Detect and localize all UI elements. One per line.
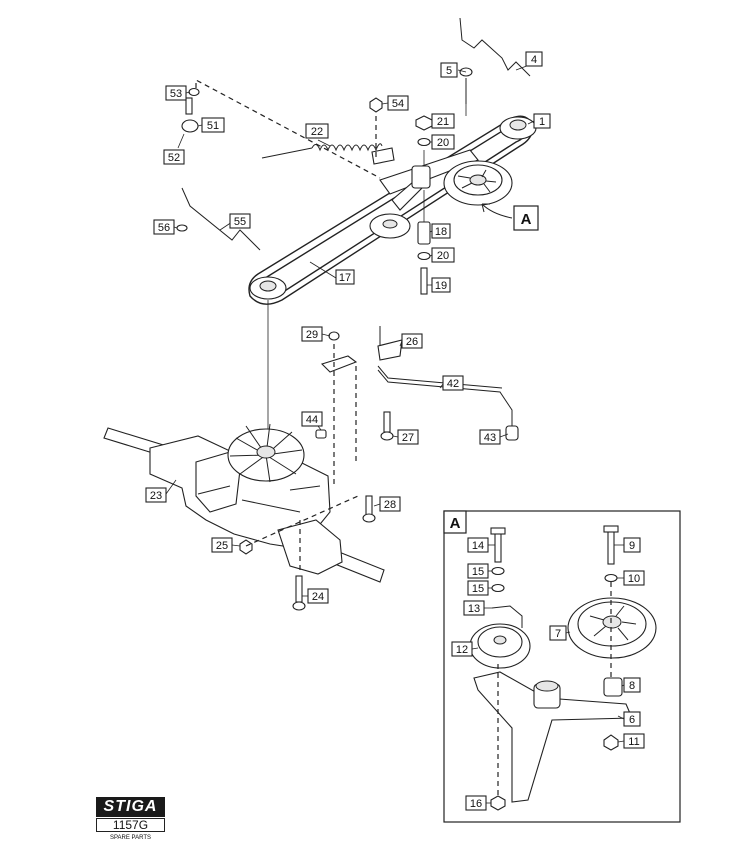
detail-callout-15a: 15 [472, 566, 484, 578]
callout-18: 18 [435, 226, 447, 238]
detail-callout-16: 16 [470, 798, 482, 810]
callout-51: 51 [207, 120, 219, 132]
callout-20-upper: 20 [437, 137, 449, 149]
drive-belt-assembly [176, 17, 537, 305]
callout-42: 42 [447, 378, 459, 390]
callout-56: 56 [158, 222, 170, 234]
callout-26: 26 [406, 336, 418, 348]
detail-callout-6: 6 [629, 714, 635, 726]
detail-callout-8: 8 [629, 680, 635, 692]
callout-20-lower: 20 [437, 250, 449, 262]
detail-callout-12: 12 [456, 644, 468, 656]
detail-callout-15b: 15 [472, 583, 484, 595]
detail-box [443, 510, 681, 823]
callout-1: 1 [539, 116, 545, 128]
callout-21: 21 [437, 116, 449, 128]
detail-callout-9: 9 [629, 540, 635, 552]
callout-27: 27 [402, 432, 414, 444]
callout-4: 4 [531, 54, 537, 66]
transmission-assembly [103, 326, 519, 611]
callout-52: 52 [168, 152, 180, 164]
diagram-code: 1157G [96, 818, 165, 832]
callout-17: 17 [339, 272, 351, 284]
callout-5: 5 [446, 65, 452, 77]
assembly-leaders [195, 79, 467, 430]
callout-29: 29 [306, 329, 318, 341]
callout-43: 43 [484, 432, 496, 444]
detail-ref-label: A [521, 211, 532, 228]
callout-28: 28 [384, 499, 396, 511]
callout-boxes [145, 51, 551, 604]
detail-reference: A [481, 203, 539, 231]
callout-55: 55 [234, 216, 246, 228]
brand-logo: STIGA [96, 797, 165, 817]
detail-callout-11: 11 [628, 736, 639, 748]
callout-54: 54 [392, 98, 404, 110]
callout-22: 22 [311, 126, 323, 138]
callout-23: 23 [150, 490, 162, 502]
callout-25: 25 [216, 540, 228, 552]
callout-labels: 1 4 5 17 18 19 20 20 21 22 23 24 25 26 2… [150, 54, 545, 603]
callout-24: 24 [312, 591, 324, 603]
callout-53: 53 [170, 88, 182, 100]
callout-19: 19 [435, 280, 447, 292]
detail-callout-7: 7 [555, 628, 561, 640]
callout-44: 44 [306, 414, 318, 426]
detail-callout-14: 14 [472, 540, 484, 552]
detail-tag: A [450, 515, 461, 532]
logo-subtitle: SPARE PARTS [109, 835, 151, 841]
detail-callouts: 6 7 8 9 10 11 12 13 14 15 15 16 [451, 537, 645, 811]
detail-callout-13: 13 [468, 603, 480, 615]
detail-callout-10: 10 [628, 573, 640, 585]
